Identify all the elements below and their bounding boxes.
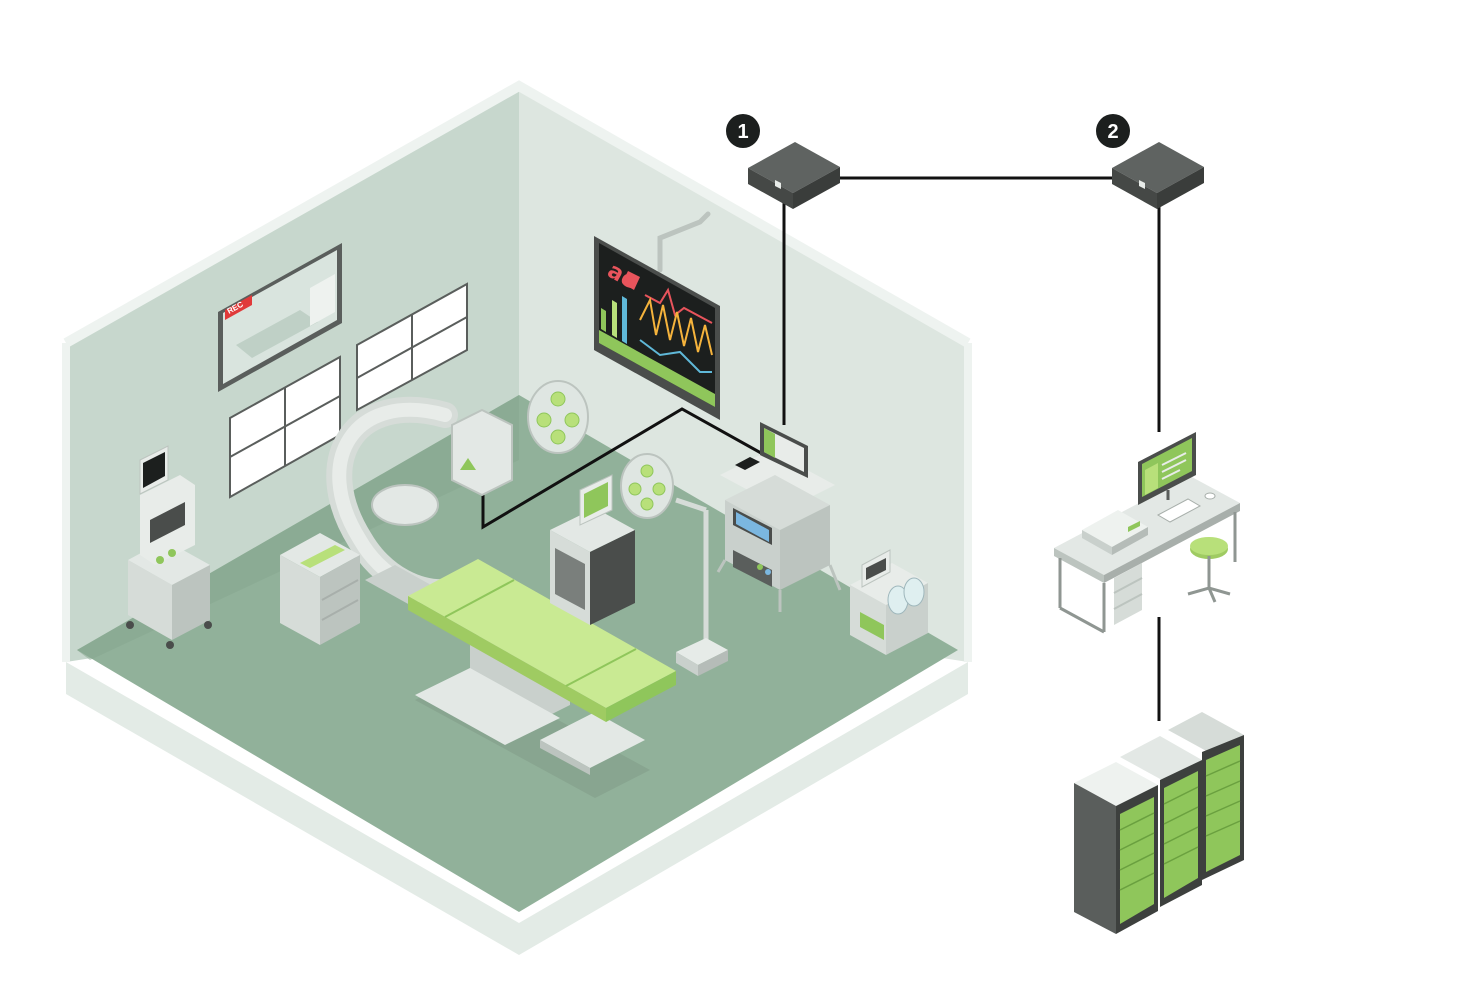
- xray-viewer-panels: [229, 282, 468, 499]
- vital-signs-display: ae: [594, 211, 720, 420]
- decoder-box[interactable]: [1112, 142, 1204, 209]
- encoder-box[interactable]: [748, 142, 840, 209]
- server-rack-1: [1074, 762, 1158, 934]
- badge-2-number: 2: [1107, 121, 1118, 143]
- operating-table: [408, 559, 676, 798]
- server-racks[interactable]: [1074, 712, 1244, 934]
- equipment-tower: [550, 474, 635, 625]
- cable-room: [481, 407, 771, 530]
- badge-2: 2: [1096, 114, 1130, 148]
- badge-1-number: 1: [737, 121, 748, 143]
- surgical-light-1: [527, 380, 589, 454]
- instrument-cart: [716, 422, 842, 612]
- c-arm-console: [280, 533, 360, 645]
- anesthesia-cart: [126, 445, 212, 649]
- network-cables: [782, 176, 1161, 721]
- suction-unit: [850, 549, 928, 655]
- server-rack-3: [1168, 712, 1244, 880]
- operating-room: [62, 80, 972, 955]
- surgical-light-2: [620, 453, 728, 676]
- table-mattress: [408, 559, 676, 708]
- rec-indicator: [225, 295, 252, 320]
- badge-1: 1: [726, 114, 760, 148]
- server-rack-2: [1120, 736, 1202, 907]
- video-wall-monitor: REC: [218, 243, 342, 392]
- workstation[interactable]: [1054, 432, 1240, 634]
